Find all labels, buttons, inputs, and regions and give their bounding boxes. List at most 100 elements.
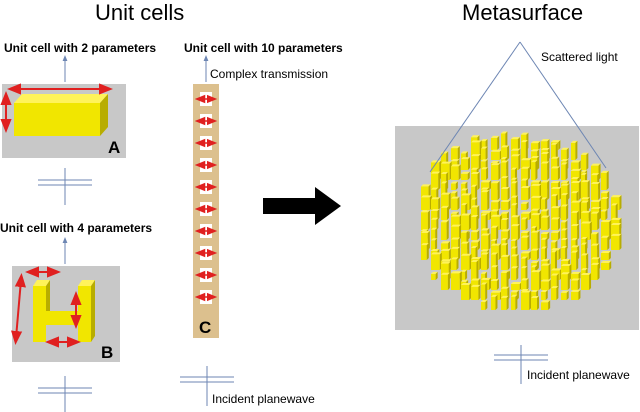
metasurface-pillar [511,281,522,290]
metasurface-pillar [541,263,551,280]
metasurface-pillar [451,146,460,160]
metasurface-pillar [581,152,589,170]
metasurface-pillar [451,164,461,180]
metasurface-pillar [421,195,432,210]
metasurface-pillar [481,180,492,190]
metasurface-pillar [441,220,449,240]
metasurface-pillar [461,181,468,190]
metasurface-pillar [541,197,548,210]
metasurface-pillar [551,286,559,300]
metasurface-pillar [521,290,532,310]
metasurface-pillar [431,171,441,190]
metasurface-pillar [491,265,499,280]
metasurface-pillar [551,217,561,230]
metasurface-pillar [551,142,558,160]
metasurface-pillar [431,252,442,270]
metasurface-pillar [531,295,540,310]
metasurface-pillar [571,160,581,170]
metasurface-pillar [451,181,458,190]
metasurface-pillar [561,290,569,300]
metasurface-pillar [521,140,528,160]
unit-cells-title: Unit cells [95,0,184,25]
metasurface-pillar [521,266,528,280]
metasurface-pillar [571,278,580,290]
metasurface-pillar [571,140,578,160]
metasurface-pillar [541,215,550,230]
metasurface-pillar [441,205,450,220]
metasurface-pillar [561,246,568,260]
metasurface-pillar [501,176,509,190]
metasurface-pillar [591,211,600,230]
metasurface-pillar [561,162,568,180]
metasurface-pillar [531,213,542,230]
metasurface-pillar [531,195,542,210]
metasurface-pillar [451,271,462,290]
metasurface-pillar [471,154,481,170]
metasurface-pillar [571,168,582,180]
metasurface-pillar [451,224,462,240]
metasurface-pillar [461,253,472,270]
metasurface-pillar [561,204,569,220]
metasurface-pillar [501,160,509,180]
metasurface-pillar [571,271,581,280]
metasurface-pillar [451,196,460,210]
metasurface-pillar [461,213,471,230]
metasurface-pillar [441,248,451,260]
metasurface-pillar [561,228,568,240]
metasurface-pillar [501,199,511,210]
metasurface-pillar [501,217,509,230]
metasurface-pillar [461,193,472,210]
metasurface-pillar [461,269,468,280]
metasurface-pillar [441,192,451,210]
metasurface-pillar [511,181,518,200]
metasurface-pillar [551,166,560,180]
cell-a-caption: Unit cell with 2 parameters [4,41,156,55]
scattered-light-rays [429,41,607,173]
metasurface-pillar [501,145,510,160]
metasurface-pillar [531,270,542,290]
metasurface-pillar [421,210,430,230]
metasurface-pillar [581,253,589,270]
metasurface-pillar [531,248,539,260]
metasurface-pillar [611,233,622,250]
metasurface-pillar [471,184,478,200]
metasurface-pillar [551,240,558,250]
cell-c-strip [193,84,219,338]
metasurface-pillar [481,167,489,180]
metasurface-pillar [511,154,521,170]
metasurface-pillar [511,167,518,180]
metasurface-pillar [551,230,561,240]
metasurface-pillar [511,266,519,280]
metasurface-pillar [431,217,439,230]
scattered-light-label: Scattered light [541,50,618,64]
cell-b-incident-wave [38,376,92,412]
metasurface-pillar [511,224,520,240]
cell-c-output-label: Complex transmission [210,67,328,81]
metasurface-pillar [431,208,440,220]
metasurface-pillar [541,246,548,260]
metasurface-pillar [471,284,481,300]
metasurface-pillar [491,225,499,240]
metasurface-pillar [541,180,550,200]
metasurface-pillar [501,295,509,310]
metasurface-pillar [541,289,548,300]
metasurface-pillar [541,139,550,150]
metasurface-pillar [601,209,608,220]
metasurface-pillar [441,241,451,250]
metasurface-pillar [491,200,501,210]
metasurface-pillar [441,272,450,290]
metasurface-pillar [481,190,490,210]
metasurface-pillar [481,213,488,230]
metasurface-pillar [601,220,612,240]
metasurface-pillar [431,271,438,280]
metasurface-pillar [521,278,529,290]
metasurface-pillar [471,230,480,240]
metasurface-pillar [531,230,540,250]
cell-c-caption: Unit cell with 10 parameters [184,41,343,55]
metasurface-pillar [531,160,538,180]
metasurface-pillar [511,137,520,150]
metasurface-pillar [491,135,500,150]
cell-b-caption: Unit cell with 4 parameters [0,221,152,235]
metasurface-pillar [571,289,581,300]
